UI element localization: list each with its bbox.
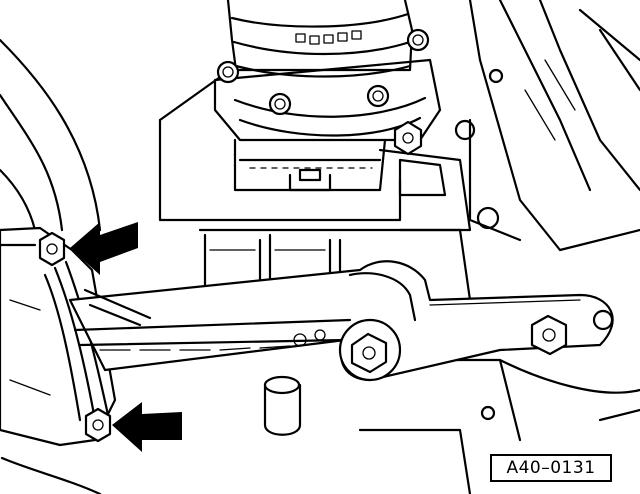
hex-bolt-icon [268,92,292,116]
hex-bolt-icon [393,120,423,156]
hex-bolt-icon [38,231,66,267]
hex-bolt-icon [84,407,112,443]
engine-support-bracket [68,260,614,382]
hex-bolt-icon [350,332,388,374]
spacer-sleeve [263,375,302,436]
hex-bolt-icon [530,314,568,356]
hex-bolt-icon [216,60,240,84]
flange-bolts [216,28,430,156]
bracket-bolts [38,231,568,443]
right-frame-outline [454,0,640,252]
figure-reference-text: A40–0131 [506,458,596,478]
arrow-icon [70,222,138,275]
arrow-icon [112,402,182,452]
wheel-arch-outline [0,38,102,494]
hex-bolt-icon [406,28,430,52]
hex-bolt-icon [366,84,390,108]
figure-reference-code: A40–0131 [490,454,612,482]
